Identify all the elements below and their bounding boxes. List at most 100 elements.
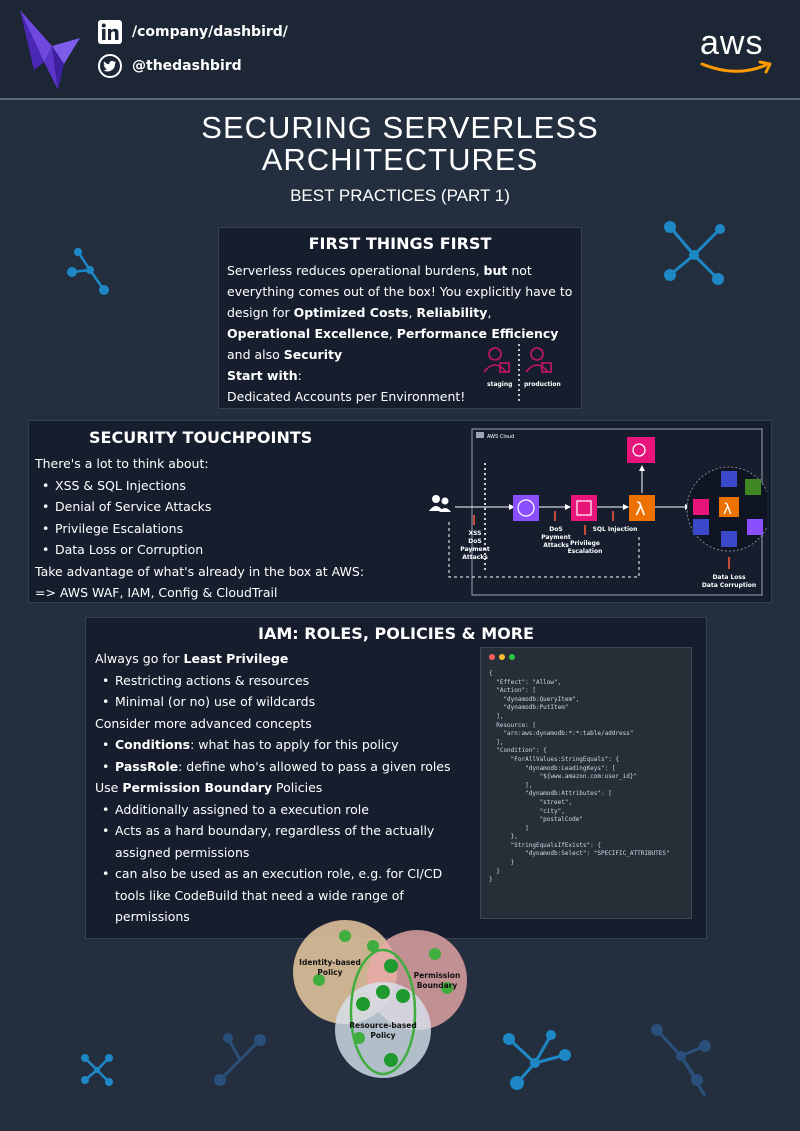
network-decor-icon — [67, 248, 109, 295]
code-line: "street", — [489, 798, 573, 806]
aws-cloud-icon — [476, 432, 484, 438]
environment-accounts-diagram: staging production — [483, 344, 561, 402]
text: , — [388, 326, 397, 341]
svg-text:λ: λ — [723, 500, 732, 518]
network-decor-icon — [651, 1024, 711, 1097]
start-with-text: Dedicated Accounts per Environment! — [227, 389, 466, 404]
text-bold: Security — [283, 347, 343, 362]
lambda-icon — [629, 495, 655, 521]
text: : define who's allowed to pass a given r… — [178, 758, 451, 774]
list-item: Privilege Escalations — [35, 518, 395, 540]
label-dos: DoS — [468, 538, 481, 545]
touchpoints-text: There's a lot to think about: XSS & SQL … — [35, 453, 395, 604]
code-line: "postalCode" — [489, 816, 583, 824]
svg-text:λ: λ — [635, 499, 646, 520]
minimize-dot-icon — [499, 654, 505, 660]
least-privilege-label: Least Privilege — [183, 651, 289, 666]
text-bold: but — [483, 263, 508, 278]
header-bar: /company/dashbird/ @thedashbird aws — [0, 0, 800, 100]
page-subtitle: BEST PRACTICES (PART 1) — [290, 186, 510, 205]
first-things-title: FIRST THINGS FIRST — [308, 234, 492, 253]
linkedin-handle: /company/dashbird/ — [132, 24, 288, 40]
production-label: production — [524, 381, 561, 388]
linkedin-link[interactable]: /company/dashbird/ — [98, 20, 288, 44]
label-data-loss: Data Loss — [712, 574, 746, 581]
code-line: "arn:aws:dynamodb:*:*:table/address" — [489, 730, 634, 738]
text: Always go for — [95, 651, 184, 666]
code-line: }, — [489, 833, 518, 841]
venn-identity-label-2: Policy — [317, 968, 342, 977]
advanced-concepts-list: Conditions: what has to apply for this p… — [95, 734, 475, 777]
text-bold: Optimized Costs — [293, 305, 409, 320]
network-decor-icon — [664, 221, 725, 285]
page-title-line1: SECURING SERVERLESS — [201, 110, 599, 145]
code-line: "dynamodb:LeadingKeys": [ — [489, 764, 616, 772]
code-line: } — [489, 867, 500, 875]
twitter-link[interactable]: @thedashbird — [98, 54, 242, 78]
label-dos-2: DoS — [549, 526, 562, 533]
label-payment: Payment — [460, 546, 490, 553]
first-things-card: FIRST THINGS FIRST Serverless reduces op… — [218, 227, 582, 409]
start-with-colon: : — [297, 368, 302, 383]
label-sql-injection: SQL Injection — [593, 526, 638, 533]
first-things-text: Serverless reduces operational burdens, … — [227, 260, 575, 365]
iam-title: IAM: ROLES, POLICIES & MORE — [258, 624, 534, 643]
code-line: "dynamodb:Select": "SPECIFIC_ATTRIBUTES" — [489, 850, 670, 858]
list-item: PassRole: define who's allowed to pass a… — [95, 756, 475, 778]
start-with-label: Start with — [227, 368, 298, 383]
code-line: ], — [489, 738, 504, 746]
monitoring-icon — [627, 437, 655, 463]
list-item: Acts as a hard boundary, regardless of t… — [95, 820, 475, 863]
code-line: ] — [489, 824, 529, 832]
iam-text: Always go for Least Privilege Restrictin… — [95, 648, 475, 928]
code-line: { — [489, 670, 493, 677]
code-line: ], — [489, 781, 533, 789]
text-bold: PassRole — [115, 758, 179, 774]
touchpoints-advantage: Take advantage of what's already in the … — [35, 563, 365, 579]
label-privilege: Privilege — [570, 540, 600, 547]
code-line: "dynamodb:Attributes": [ — [489, 790, 612, 798]
code-line: "dynamodb:PutItem" — [489, 704, 569, 712]
venn-permission-label-2: Boundary — [417, 981, 458, 990]
permission-boundary-list: Additionally assigned to a execution rol… — [95, 799, 475, 928]
code-line: Resource: [ — [489, 721, 536, 729]
security-touchpoints-card: SECURITY TOUCHPOINTS There's a lot to th… — [28, 420, 772, 603]
aws-logo: aws — [700, 26, 774, 80]
list-item: Restricting actions & resources — [95, 670, 475, 692]
text: , — [408, 305, 417, 320]
code-line: "city", — [489, 807, 565, 815]
close-dot-icon — [489, 654, 495, 660]
window-controls — [489, 654, 515, 660]
venn-resource-label-1: Resource-based — [349, 1021, 417, 1030]
label-attacks-2: Attacks — [543, 542, 569, 549]
label-escalation: Escalation — [568, 548, 603, 555]
code-line: "Condition": { — [489, 747, 547, 755]
code-line: "ForAllValues:StringEquals": { — [489, 755, 620, 763]
text: not everything comes out of the box! You… — [227, 263, 573, 320]
text-bold: Reliability — [416, 305, 488, 320]
label-data-corruption: Data Corruption — [702, 582, 756, 589]
venn-permission-label-1: Permission — [414, 971, 461, 980]
venn-identity-label-1: Identity-based — [299, 958, 361, 967]
permission-boundary-label: Permission Boundary — [122, 780, 273, 795]
code-line: ], — [489, 712, 504, 720]
text: and also — [227, 347, 284, 362]
touchpoints-list: XSS & SQL Injections Denial of Service A… — [35, 475, 395, 561]
code-line: "StringEqualsIfExists": { — [489, 841, 601, 849]
list-item: Minimal (or no) use of wildcards — [95, 691, 475, 713]
text-bold: Conditions — [115, 737, 191, 752]
policy-code-window: { "Effect": "Allow", "Action": [ "dynamo… — [480, 647, 692, 919]
maximize-dot-icon — [509, 654, 515, 660]
list-item: Data Loss or Corruption — [35, 539, 395, 561]
code-line: } — [489, 859, 515, 867]
policy-code: { "Effect": "Allow", "Action": [ "dynamo… — [489, 670, 670, 885]
page-title: SECURING SERVERLESS ARCHITECTURES — [0, 112, 800, 176]
code-line: "${www.amazon.com:user_id}" — [489, 773, 638, 781]
label-xss: XSS — [469, 530, 482, 537]
linkedin-icon — [98, 20, 122, 44]
staging-user-icon — [483, 347, 510, 373]
dashbird-logo-icon — [20, 10, 80, 90]
aws-smile-icon — [700, 60, 772, 74]
text-bold: Performance Efficiency — [396, 326, 559, 341]
list-item: Additionally assigned to a execution rol… — [95, 799, 475, 821]
